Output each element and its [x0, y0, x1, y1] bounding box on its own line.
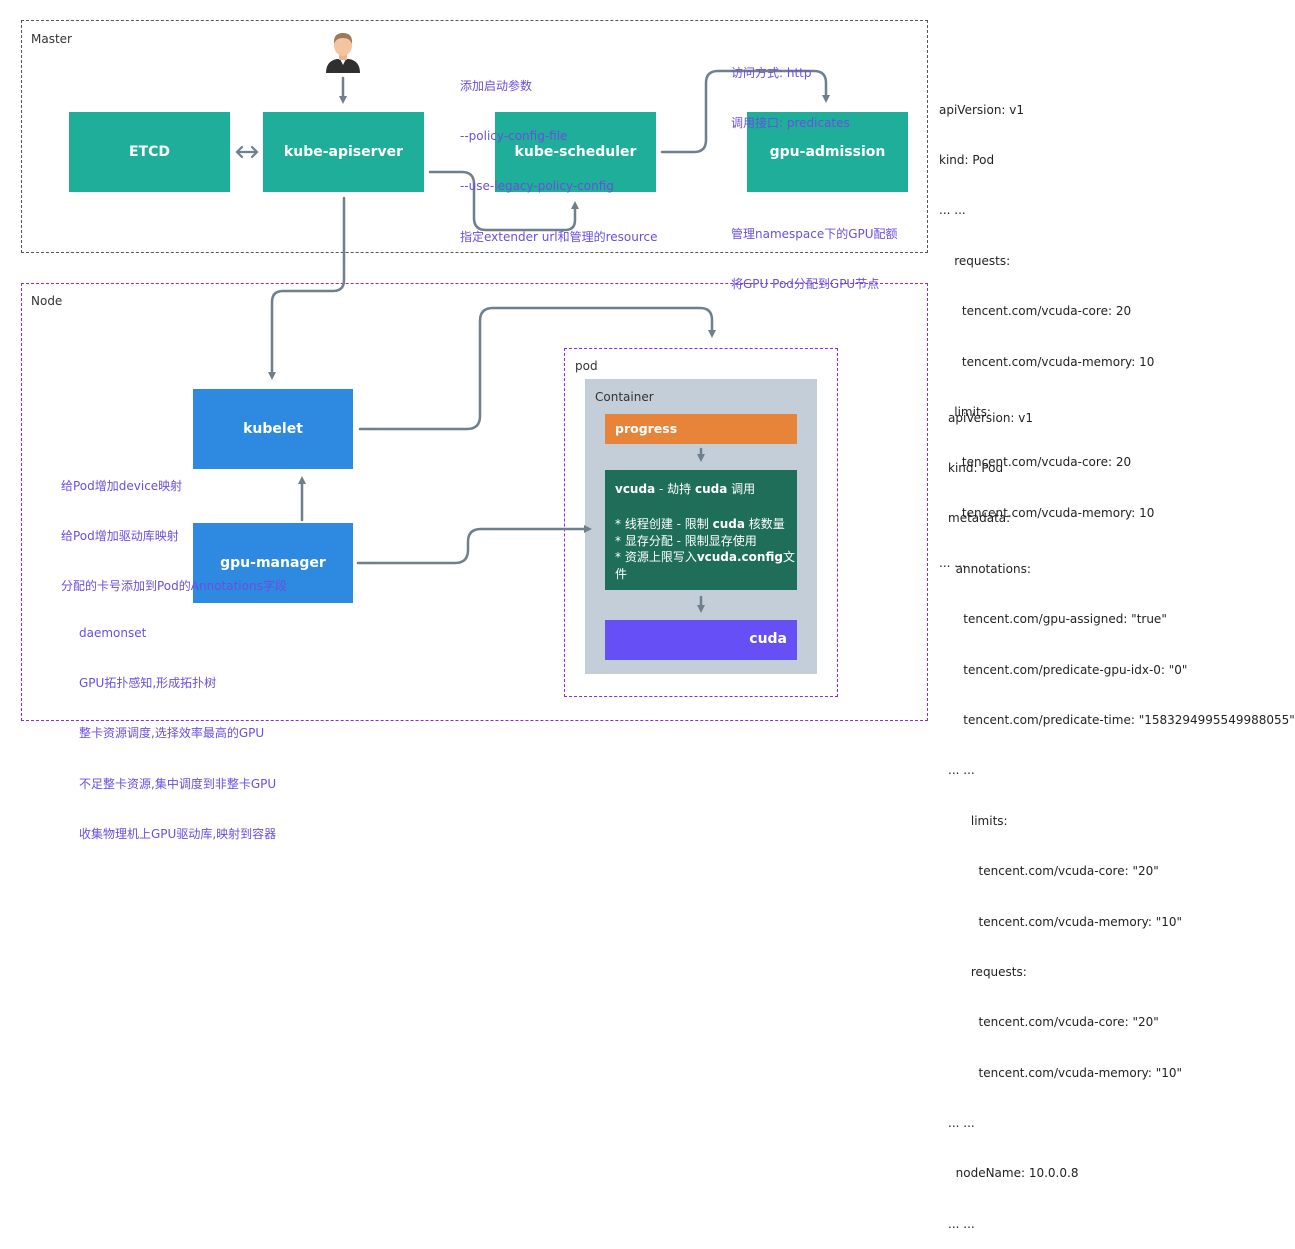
yaml-line: tencent.com/vcuda-memory: 10 — [939, 354, 1155, 369]
yaml-bottom: apiVersion: v1 kind: Pod metadata: annot… — [948, 376, 1295, 1249]
admission-notes: 管理namespace下的GPU配额 将GPU Pod分配到GPU节点 — [731, 192, 898, 310]
container-label: Container — [595, 390, 654, 404]
manager-note-line: daemonset — [79, 625, 147, 640]
access-notes: 访问方式: http 调用接口: predicates — [731, 31, 850, 149]
master-label: Master — [31, 32, 72, 46]
yaml-line: ... ... — [939, 203, 966, 218]
admission-note-line: 管理namespace下的GPU配额 — [731, 226, 898, 241]
vcuda-line-1-b: cuda — [712, 516, 745, 531]
yaml-line: tencent.com/vcuda-memory: "10" — [948, 914, 1183, 929]
yaml-top: apiVersion: v1 kind: Pod ... ... request… — [939, 68, 1154, 589]
yaml-line: requests: — [939, 253, 1011, 268]
cuda-label: cuda — [749, 631, 787, 647]
vcuda-line-1-a: * 线程创建 - 限制 — [615, 516, 713, 531]
admission-note-line: 将GPU Pod分配到GPU节点 — [731, 276, 880, 291]
yaml-line: metadata: — [948, 511, 1011, 526]
yaml-line: annotations: — [948, 561, 1031, 576]
yaml-line: tencent.com/vcuda-memory: "10" — [948, 1065, 1183, 1080]
scheduler-note-line: --use-legacy-policy-config — [460, 179, 614, 194]
yaml-line: ... ... — [939, 556, 966, 571]
vcuda-title-dash: - 劫持 — [655, 482, 695, 496]
gpu-manager-box[interactable]: gpu-manager — [193, 523, 353, 603]
node-region — [21, 283, 928, 721]
yaml-line: tencent.com/predicate-time: "15832949955… — [948, 712, 1295, 727]
vcuda-box[interactable]: vcuda - 劫持 cuda 调用 * 线程创建 - 限制 cuda 核数量 … — [605, 470, 797, 590]
vcuda-line-2: * 显存分配 - 限制显存使用 — [615, 533, 757, 548]
yaml-line: ... ... — [948, 1216, 975, 1231]
manager-note-line: GPU拓扑感知,形成拓扑树 — [79, 675, 217, 690]
manager-note-line: 整卡资源调度,选择效率最高的GPU — [79, 726, 265, 741]
vcuda-title: vcuda - 劫持 cuda 调用 — [615, 481, 797, 498]
manager-note-line: 收集物理机上GPU驱动库,映射到容器 — [79, 827, 277, 842]
vcuda-line-3-a: * 资源上限写入 — [615, 550, 697, 565]
scheduler-notes: 添加启动参数 --policy-config-file --use-legacy… — [460, 44, 658, 262]
vcuda-line-3-b: vcuda.config — [696, 550, 783, 565]
yaml-line: apiVersion: v1 — [939, 102, 1025, 117]
progress-label: progress — [615, 421, 678, 436]
vcuda-title-tail: 调用 — [727, 482, 756, 496]
yaml-line: tencent.com/vcuda-memory: 10 — [939, 505, 1155, 520]
yaml-line: tencent.com/vcuda-core: "20" — [948, 1015, 1159, 1030]
vcuda-title-bold: vcuda — [615, 482, 656, 496]
kubelet-note-line: 分配的卡号添加到Pod的Annotations字段 — [61, 579, 287, 594]
kube-scheduler-box[interactable]: kube-scheduler — [495, 112, 656, 192]
kubelet-box[interactable]: kubelet — [193, 389, 353, 469]
etcd-box[interactable]: ETCD — [69, 112, 230, 192]
vcuda-line-1-c: 核数量 — [744, 516, 785, 531]
yaml-line: tencent.com/vcuda-core: "20" — [948, 864, 1159, 879]
yaml-line: apiVersion: v1 — [948, 410, 1034, 425]
gpu-manager-notes: daemonset GPU拓扑感知,形成拓扑树 整卡资源调度,选择效率最高的GP… — [79, 591, 276, 860]
progress-box[interactable]: progress — [605, 414, 797, 444]
yaml-line: tencent.com/gpu-assigned: "true" — [948, 612, 1167, 627]
yaml-line: kind: Pod — [948, 460, 1004, 475]
gpu-admission-box[interactable]: gpu-admission — [747, 112, 908, 192]
pod-label: pod — [575, 359, 598, 373]
access-note-line: 访问方式: http — [731, 65, 812, 80]
vcuda-line-3-c: 文件 — [615, 550, 795, 582]
yaml-line: tencent.com/vcuda-core: 20 — [939, 304, 1132, 319]
kubelet-notes: 给Pod增加device映射 给Pod增加驱动库映射 分配的卡号添加到Pod的A… — [61, 444, 287, 612]
yaml-line: requests: — [948, 964, 1027, 979]
yaml-line: ... ... — [948, 763, 975, 778]
kube-apiserver-box[interactable]: kube-apiserver — [263, 112, 424, 192]
master-region — [21, 20, 928, 253]
kubelet-note-line: 给Pod增加驱动库映射 — [61, 528, 179, 543]
scheduler-note-line: 指定extender url和管理的resource — [460, 229, 658, 244]
yaml-line: limits: — [948, 813, 1008, 828]
vcuda-line-3: * 资源上限写入vcuda.config文件 — [615, 549, 797, 583]
kubelet-note-line: 给Pod增加device映射 — [61, 478, 183, 493]
scheduler-note-line: --policy-config-file — [460, 128, 568, 143]
manager-note-line: 不足整卡资源,集中调度到非整卡GPU — [79, 776, 277, 791]
user-avatar-icon — [326, 33, 360, 73]
scheduler-note-line: 添加启动参数 — [460, 78, 533, 93]
yaml-line: nodeName: 10.0.0.8 — [948, 1166, 1079, 1181]
yaml-line: ... ... — [948, 1116, 975, 1131]
vcuda-title-cuda: cuda — [694, 482, 728, 496]
node-label: Node — [31, 294, 63, 308]
yaml-line: kind: Pod — [939, 152, 995, 167]
yaml-line: tencent.com/vcuda-core: 20 — [939, 455, 1132, 470]
access-note-line: 调用接口: predicates — [731, 115, 850, 130]
yaml-line: limits: — [939, 404, 991, 419]
vcuda-line-1: * 线程创建 - 限制 cuda 核数量 — [615, 516, 797, 533]
yaml-line: tencent.com/predicate-gpu-idx-0: "0" — [948, 662, 1188, 677]
cuda-box[interactable]: cuda — [605, 620, 797, 660]
